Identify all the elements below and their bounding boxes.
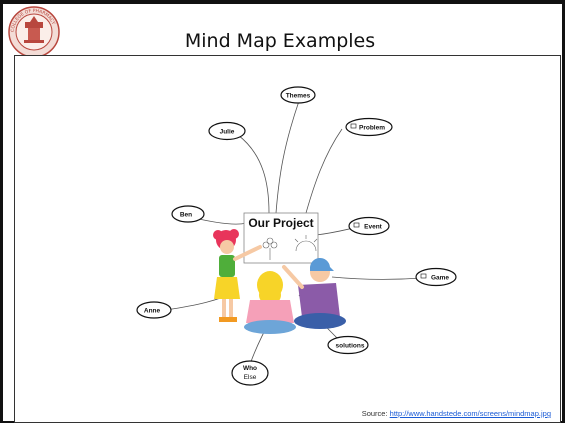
note-icon	[350, 123, 357, 129]
node-event: Event	[348, 216, 390, 236]
child-red-hair	[213, 229, 262, 322]
svg-text:Game: Game	[431, 275, 449, 282]
college-seal-logo: COLLEGE OF PHARMACY	[8, 6, 60, 58]
source-prefix: Source:	[361, 409, 388, 418]
child-blue-cap	[282, 257, 346, 329]
sun-doodle	[294, 235, 318, 252]
center-box	[243, 212, 319, 264]
node-ben: Ben	[171, 205, 205, 223]
connector-game	[331, 276, 423, 280]
slide-top-border	[0, 0, 565, 4]
svg-text:Else: Else	[244, 374, 257, 381]
svg-text:solutions: solutions	[336, 343, 365, 350]
node-anne: Anne	[136, 301, 172, 319]
source-link[interactable]: http://www.handstede.com/screens/mindmap…	[389, 409, 551, 418]
node-julie: Julie	[208, 121, 246, 141]
svg-text:Event: Event	[364, 224, 383, 231]
svg-text:Ben: Ben	[180, 212, 192, 219]
center-label: Our Project	[248, 216, 313, 230]
svg-text:Themes: Themes	[286, 93, 311, 100]
slide-right-border	[562, 0, 565, 423]
note-icon	[353, 222, 360, 228]
note-icon	[420, 273, 427, 279]
slide-title: Mind Map Examples	[184, 30, 376, 52]
child-blonde	[244, 271, 296, 334]
connector-problem	[305, 128, 343, 214]
connector-julie	[237, 134, 270, 214]
node-themes: Themes	[280, 86, 316, 104]
image-source-credit: Source: http://www.handstede.com/screens…	[362, 409, 551, 418]
node-who-else: Who Else	[231, 360, 269, 386]
children-illustration	[213, 229, 346, 334]
node-problem: Problem	[345, 117, 393, 137]
svg-text:Who: Who	[243, 365, 257, 372]
svg-text:Problem: Problem	[359, 125, 385, 132]
mindmap-diagram: Our Project Themes Julie Problem	[136, 86, 457, 386]
node-solutions: solutions	[327, 335, 369, 355]
connector-themes	[275, 100, 300, 214]
node-game: Game	[415, 267, 457, 287]
svg-text:Julie: Julie	[220, 129, 235, 136]
flower-doodle	[262, 237, 278, 260]
slide-left-border	[0, 0, 3, 423]
svg-text:Anne: Anne	[144, 308, 161, 315]
